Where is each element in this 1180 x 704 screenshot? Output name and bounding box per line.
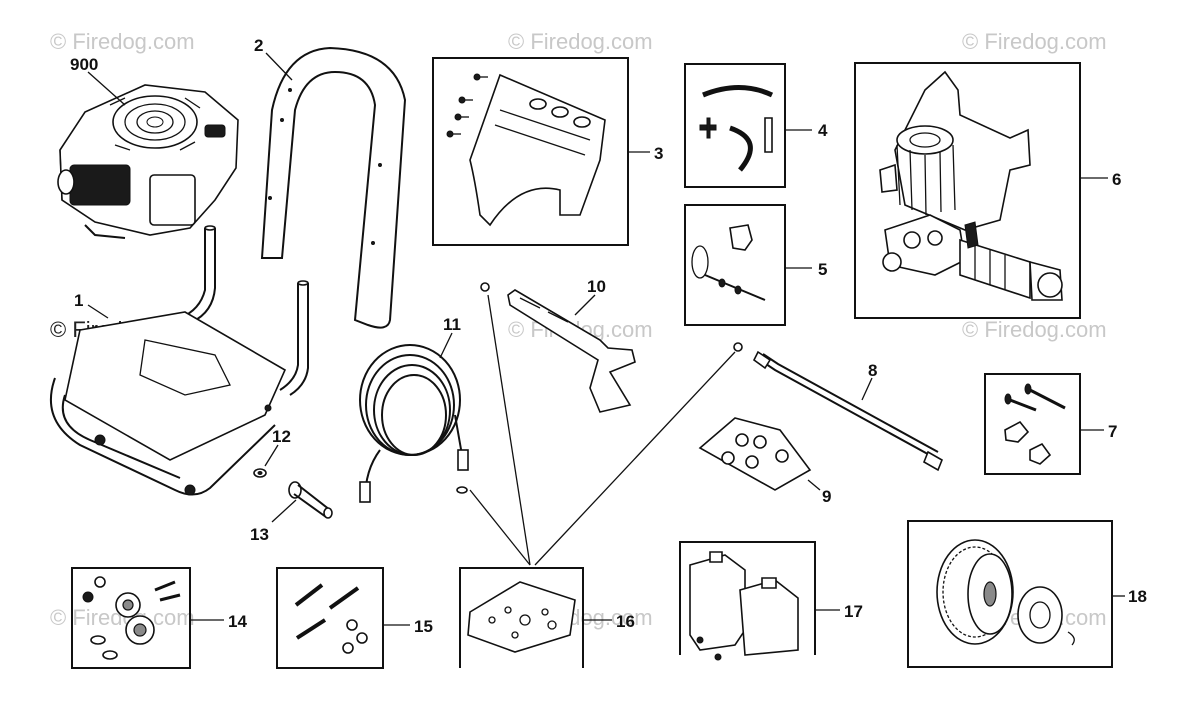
- callout-9: 9: [822, 487, 831, 506]
- callout-1: 1: [74, 291, 83, 310]
- part-box-7[interactable]: [984, 373, 1081, 475]
- part-box-17[interactable]: [679, 541, 816, 655]
- callout-10: 10: [587, 277, 606, 296]
- part-unloader-kit: [691, 224, 766, 301]
- leader-line: [807, 479, 821, 491]
- watermark: © Firedog.com: [962, 317, 1107, 342]
- callout-900: 900: [70, 55, 98, 74]
- watermark: © Firedog.com: [50, 29, 195, 54]
- callout-2: 2: [254, 36, 263, 55]
- leader-line: [271, 499, 297, 523]
- watermark: © Firedog.com: [508, 29, 653, 54]
- leader-line: [87, 71, 126, 106]
- leader-line: [265, 52, 293, 81]
- part-box-6[interactable]: [854, 62, 1081, 319]
- callout-8: 8: [868, 361, 877, 380]
- callout-11: 11: [443, 315, 461, 334]
- part-wheel-kit: [936, 539, 1075, 646]
- part-tank-kit: [689, 551, 799, 661]
- part-bracket: [446, 73, 606, 227]
- part-small-hoses: [699, 85, 774, 172]
- part-spray-gun[interactable]: [480, 282, 636, 413]
- leader-line: [861, 377, 873, 401]
- part-bearing-kit: [82, 576, 181, 660]
- callout-13: 13: [250, 525, 269, 544]
- callout-6: 6: [1112, 170, 1121, 189]
- part-box-14[interactable]: [71, 567, 191, 669]
- part-box-18[interactable]: [907, 520, 1113, 668]
- part-hose[interactable]: [359, 344, 469, 503]
- leader-line: [87, 304, 109, 319]
- part-axle[interactable]: [288, 481, 333, 519]
- callout-12: 12: [272, 427, 291, 446]
- part-handle[interactable]: [260, 46, 407, 329]
- part-box-4[interactable]: [684, 63, 786, 188]
- part-frame[interactable]: [49, 225, 309, 496]
- part-box-16[interactable]: [459, 567, 584, 668]
- callout-16: 16: [616, 612, 635, 631]
- callout-5: 5: [818, 260, 827, 279]
- part-wand[interactable]: [733, 342, 944, 472]
- part-bolt-kit: [1004, 383, 1066, 465]
- part-nut[interactable]: [253, 468, 267, 478]
- leader-line: [574, 294, 596, 316]
- part-oring-kit: [467, 581, 576, 653]
- leader-line: [264, 444, 279, 467]
- callout-14: 14: [228, 612, 247, 631]
- callout-18: 18: [1128, 587, 1147, 606]
- part-pump: [879, 70, 1063, 301]
- callout-3: 3: [654, 144, 663, 163]
- leader-line: [439, 332, 453, 359]
- part-box-5[interactable]: [684, 204, 786, 326]
- part-fastener-kit: [294, 583, 368, 654]
- part-engine[interactable]: [57, 84, 239, 239]
- part-nozzle-pack[interactable]: [698, 417, 812, 491]
- callout-7: 7: [1108, 422, 1117, 441]
- callout-15: 15: [414, 617, 433, 636]
- callout-4: 4: [818, 121, 828, 140]
- part-box-15[interactable]: [276, 567, 384, 669]
- callout-17: 17: [844, 602, 863, 621]
- watermark: © Firedog.com: [962, 29, 1107, 54]
- leader-group-16: [469, 294, 736, 566]
